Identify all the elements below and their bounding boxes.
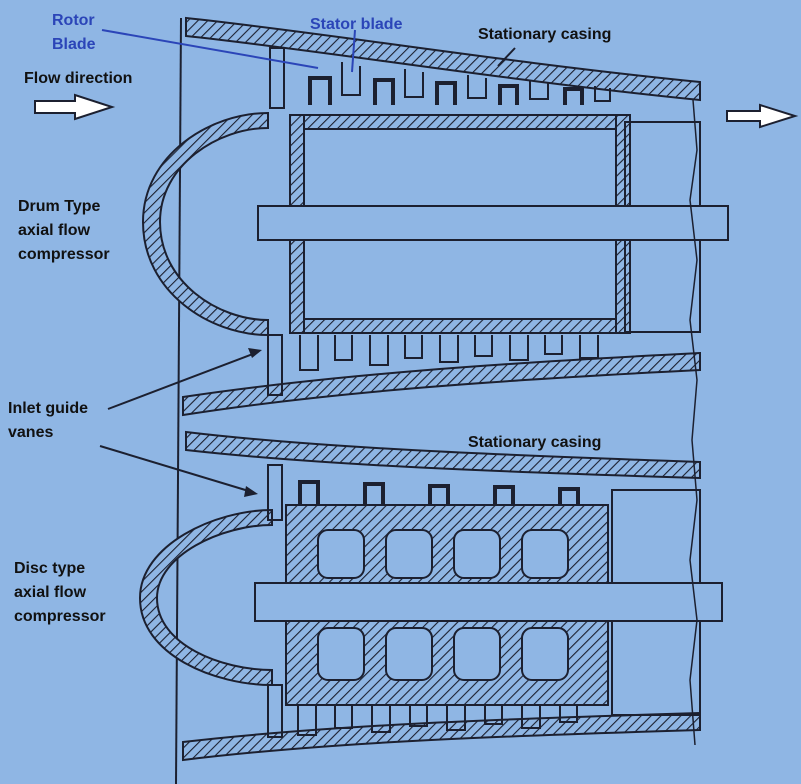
disc-inner-casing bbox=[182, 711, 701, 762]
drum-inner-casing bbox=[182, 351, 701, 417]
inlet-guide-vanes-leader-bottom-head bbox=[244, 486, 258, 497]
flow-arrow-outlet bbox=[726, 103, 799, 129]
disc-type-label-line-2: axial flow bbox=[14, 584, 87, 601]
frame-left-edge bbox=[175, 17, 182, 784]
disc-type-label-line-3: compressor bbox=[14, 608, 106, 625]
drum-type-label-line-3: compressor bbox=[18, 246, 110, 263]
rotor-blade-label-line-1: Rotor bbox=[52, 12, 95, 29]
inlet-guide-vanes-label-line-2: vanes bbox=[8, 424, 54, 441]
disc-compressor-drawing bbox=[138, 430, 723, 762]
drum-inlet-guide-vane-bottom bbox=[267, 334, 283, 396]
inlet-guide-vanes-leader-top bbox=[107, 351, 259, 410]
drum-outer-casing bbox=[185, 16, 701, 102]
inlet-guide-vanes-leader-top-head bbox=[248, 348, 262, 358]
drum-rotor-frame-top bbox=[289, 114, 631, 130]
stator-blade-label: Stator blade bbox=[310, 16, 403, 33]
drum-stator-blades-top bbox=[341, 62, 611, 102]
flow-arrow-inlet bbox=[34, 93, 116, 121]
stationary-casing-top-label: Stationary casing bbox=[478, 26, 612, 43]
drum-rotor-blades-top bbox=[308, 76, 584, 105]
casing-top-leader bbox=[497, 47, 516, 67]
disc-type-label: Disc type axial flow compressor bbox=[14, 557, 106, 629]
drum-type-label-line-2: axial flow bbox=[18, 222, 91, 239]
disc-blades-bottom bbox=[297, 705, 578, 736]
drum-type-label-line-1: Drum Type bbox=[18, 198, 101, 215]
disc-rotor-blades-top bbox=[298, 480, 580, 505]
disc-inlet-guide-vane-top bbox=[267, 464, 283, 521]
drum-compressor-drawing bbox=[141, 16, 729, 417]
disc-type-label-line-1: Disc type bbox=[14, 560, 86, 577]
disc-outer-casing bbox=[185, 430, 701, 480]
stator-blade-leader bbox=[351, 29, 356, 73]
rotor-blade-leader bbox=[101, 29, 319, 69]
disc-inlet-guide-vane-bottom bbox=[267, 684, 283, 738]
drum-inlet-guide-vane-top bbox=[269, 47, 285, 109]
disc-shaft bbox=[254, 582, 723, 622]
rotor-blade-label: Rotor Blade bbox=[52, 9, 96, 57]
disc-nose-cone bbox=[138, 508, 273, 687]
rotor-blade-label-line-2: Blade bbox=[52, 36, 96, 53]
inlet-guide-vanes-leader-bottom bbox=[99, 445, 253, 493]
drum-blades-bottom bbox=[299, 335, 599, 371]
drum-rotor-frame-bottom bbox=[289, 318, 631, 334]
flow-direction-label: Flow direction bbox=[24, 70, 133, 87]
inlet-guide-vanes-label-line-1: Inlet guide bbox=[8, 400, 88, 417]
break-line bbox=[689, 99, 698, 746]
drum-type-label: Drum Type axial flow compressor bbox=[18, 195, 110, 267]
inlet-guide-vanes-label: Inlet guide vanes bbox=[8, 397, 88, 445]
stationary-casing-bottom-label: Stationary casing bbox=[468, 434, 602, 451]
disc-rotor-cavities bbox=[317, 529, 569, 681]
drum-shaft bbox=[257, 205, 729, 241]
drum-nose-cone bbox=[141, 111, 269, 337]
